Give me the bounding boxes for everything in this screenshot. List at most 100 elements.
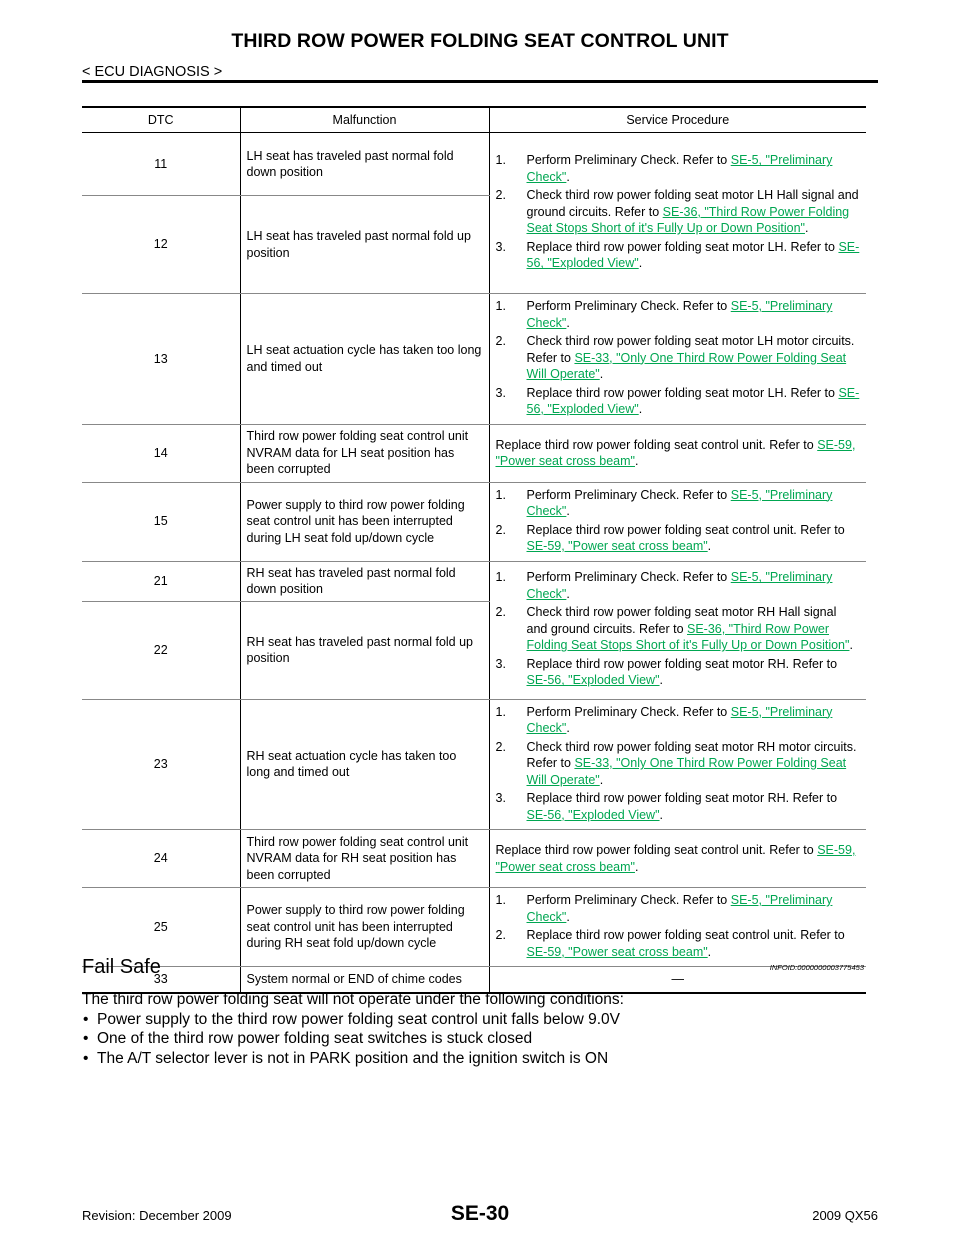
step-number: 1.	[495, 570, 506, 585]
step-number: 2.	[495, 334, 506, 348]
bullet-marker: •	[83, 1049, 89, 1067]
table-header-row: DTC Malfunction Service Procedure	[82, 107, 866, 133]
bullet-marker: •	[83, 1010, 89, 1028]
fail-safe-intro: The third row power folding seat will no…	[82, 991, 624, 1008]
procedure-text: Replace third row power folding seat con…	[495, 437, 856, 469]
bullet-marker: •	[83, 1030, 89, 1047]
procedure-step: 1.Perform Preliminary Check. Refer to SE…	[495, 487, 833, 519]
cross-reference-link[interactable]: SE-56, "Exploded View"	[526, 673, 660, 688]
procedure-step: 1.Perform Preliminary Check. Refer to SE…	[495, 570, 833, 601]
procedure-step: 2.Check third row power folding seat mot…	[495, 334, 855, 382]
cross-reference-link[interactable]: SE-33, "Only One Third Row Power Folding…	[526, 756, 847, 787]
dtc-code: 25	[82, 887, 240, 967]
dtc-table: DTC Malfunction Service Procedure 11 LH …	[82, 106, 866, 994]
procedure-step: 1.Perform Preliminary Check. Refer to SE…	[495, 153, 833, 184]
malfunction-text: Power supply to third row power folding …	[239, 887, 489, 967]
service-procedure: 1.Perform Preliminary Check. Refer to SE…	[488, 887, 866, 967]
cross-reference-link[interactable]: SE-5, "Preliminary Check"	[526, 487, 833, 519]
cross-reference-link[interactable]: SE-33, "Only One Third Row Power Folding…	[526, 350, 847, 382]
procedure-step: 2.Replace third row power folding seat c…	[495, 522, 845, 554]
cross-reference-link[interactable]: SE-36, "Third Row Power Folding Seat Sto…	[526, 204, 850, 236]
header-divider	[82, 80, 878, 83]
table-row: 13 LH seat actuation cycle has taken too…	[82, 293, 866, 425]
bullet-text: The A/T selector lever is not in PARK po…	[97, 1049, 609, 1067]
cross-reference-link[interactable]: SE-36, "Third Row Power Folding Seat Sto…	[526, 621, 850, 653]
footer-model: 2009 QX56	[812, 1208, 878, 1223]
dtc-code: 33	[82, 966, 240, 994]
malfunction-text: LH seat has traveled past normal fold do…	[239, 132, 489, 196]
procedure-step: 2.Check third row power folding seat mot…	[495, 605, 853, 653]
step-number: 2.	[495, 522, 506, 537]
procedure-step: 1.Perform Preliminary Check. Refer to SE…	[495, 299, 833, 330]
footer-page-number: SE-30	[450, 1202, 510, 1225]
service-procedure: 1.Perform Preliminary Check. Refer to SE…	[488, 293, 866, 425]
service-procedure-none: —	[488, 966, 866, 994]
step-number: 2.	[495, 605, 506, 620]
dtc-code: 14	[82, 423, 240, 483]
dtc-code: 13	[82, 293, 240, 425]
cross-reference-link[interactable]: SE-59, "Power seat cross beam"	[526, 539, 708, 553]
procedure-step: 3.Replace third row power folding seat m…	[495, 791, 838, 822]
cross-reference-link[interactable]: SE-5, "Preliminary Check"	[526, 299, 833, 330]
cross-reference-link[interactable]: SE-5, "Preliminary Check"	[526, 704, 833, 736]
step-number: 2.	[495, 928, 506, 942]
cross-reference-link[interactable]: SE-56, "Exploded View"	[526, 807, 660, 822]
dtc-code: 11	[82, 132, 240, 196]
dtc-code: 24	[82, 829, 240, 888]
table-row: 25 Power supply to third row power foldi…	[82, 887, 866, 967]
procedure-step: 2.Check third row power folding seat mot…	[495, 739, 857, 787]
cross-reference-link[interactable]: SE-5, "Preliminary Check"	[526, 153, 833, 184]
dtc-code: 12	[82, 195, 240, 294]
table-row: 23 RH seat actuation cycle has taken too…	[82, 698, 866, 830]
step-number: 3.	[495, 656, 506, 671]
cross-reference-link[interactable]: SE-5, "Preliminary Check"	[526, 893, 833, 924]
cross-reference-link[interactable]: SE-5, "Preliminary Check"	[526, 570, 833, 601]
cross-reference-link[interactable]: SE-56, "Exploded View"	[526, 239, 860, 271]
malfunction-text: Third row power folding seat control uni…	[239, 423, 489, 483]
info-id: INFOID:0000000003775453	[769, 963, 864, 972]
malfunction-text: Power supply to third row power folding …	[239, 481, 489, 562]
step-number: 1.	[495, 704, 506, 719]
procedure-step: 2.Check third row power folding seat mot…	[495, 188, 859, 236]
procedure-step: 1.Perform Preliminary Check. Refer to SE…	[495, 704, 833, 736]
procedure-step: 2.Replace third row power folding seat c…	[495, 928, 845, 959]
malfunction-text: LH seat actuation cycle has taken too lo…	[239, 293, 489, 425]
table-row: 21 RH seat has traveled past normal fold…	[82, 560, 866, 700]
service-procedure: 1.Perform Preliminary Check. Refer to SE…	[488, 698, 866, 830]
table-row: 33 System normal or END of chime codes —	[82, 966, 866, 994]
procedure-step: 3.Replace third row power folding seat m…	[495, 385, 860, 417]
service-procedure: 1.Perform Preliminary Check. Refer to SE…	[488, 481, 866, 562]
service-procedure: 1.Perform Preliminary Check. Refer to SE…	[488, 560, 866, 700]
step-number: 1.	[495, 487, 506, 502]
table-row: 15 Power supply to third row power foldi…	[82, 481, 866, 562]
procedure-step: 3.Replace third row power folding seat m…	[495, 239, 860, 271]
footer-revision: Revision: December 2009	[82, 1208, 232, 1223]
cross-reference-link[interactable]: SE-59, "Power seat cross beam"	[526, 944, 708, 959]
list-item: • The A/T selector lever is not in PARK p…	[82, 1049, 882, 1069]
list-item: •Power supply to the third row power fol…	[82, 1010, 882, 1030]
table-row: 11 LH seat has traveled past normal fold…	[82, 132, 866, 294]
table-row: 24 Third row power folding seat control …	[82, 829, 866, 888]
dtc-code: 22	[82, 600, 240, 700]
malfunction-text: RH seat has traveled past normal fold do…	[239, 560, 489, 602]
table-row: 14 Third row power folding seat control …	[82, 423, 866, 483]
cross-reference-link[interactable]: SE-59, "Power seat cross beam"	[495, 843, 856, 874]
step-number: 3.	[495, 385, 506, 400]
dtc-code: 21	[82, 560, 240, 602]
step-number: 2.	[495, 188, 506, 203]
malfunction-text: System normal or END of chime codes	[239, 966, 489, 994]
procedure-step: 3.Replace third row power folding seat m…	[495, 656, 838, 688]
column-header-dtc: DTC	[82, 107, 240, 133]
cross-reference-link[interactable]: SE-56, "Exploded View"	[526, 385, 860, 417]
table-row: 22 RH seat has traveled past normal fold…	[82, 600, 866, 700]
service-procedure: 1.Perform Preliminary Check. Refer to SE…	[488, 132, 866, 294]
list-item: • One of the third row power folding seat…	[82, 1029, 882, 1049]
fail-safe-heading: Fail Safe	[82, 956, 161, 978]
cross-reference-link[interactable]: SE-59, "Power seat cross beam"	[495, 437, 856, 469]
step-number: 1.	[495, 153, 506, 168]
step-number: 3.	[495, 239, 506, 254]
malfunction-text: Third row power folding seat control uni…	[239, 829, 489, 888]
bullet-text: One of the third row power folding seat …	[97, 1030, 533, 1047]
malfunction-text: RH seat actuation cycle has taken too lo…	[239, 698, 489, 830]
step-number: 2.	[495, 739, 506, 754]
